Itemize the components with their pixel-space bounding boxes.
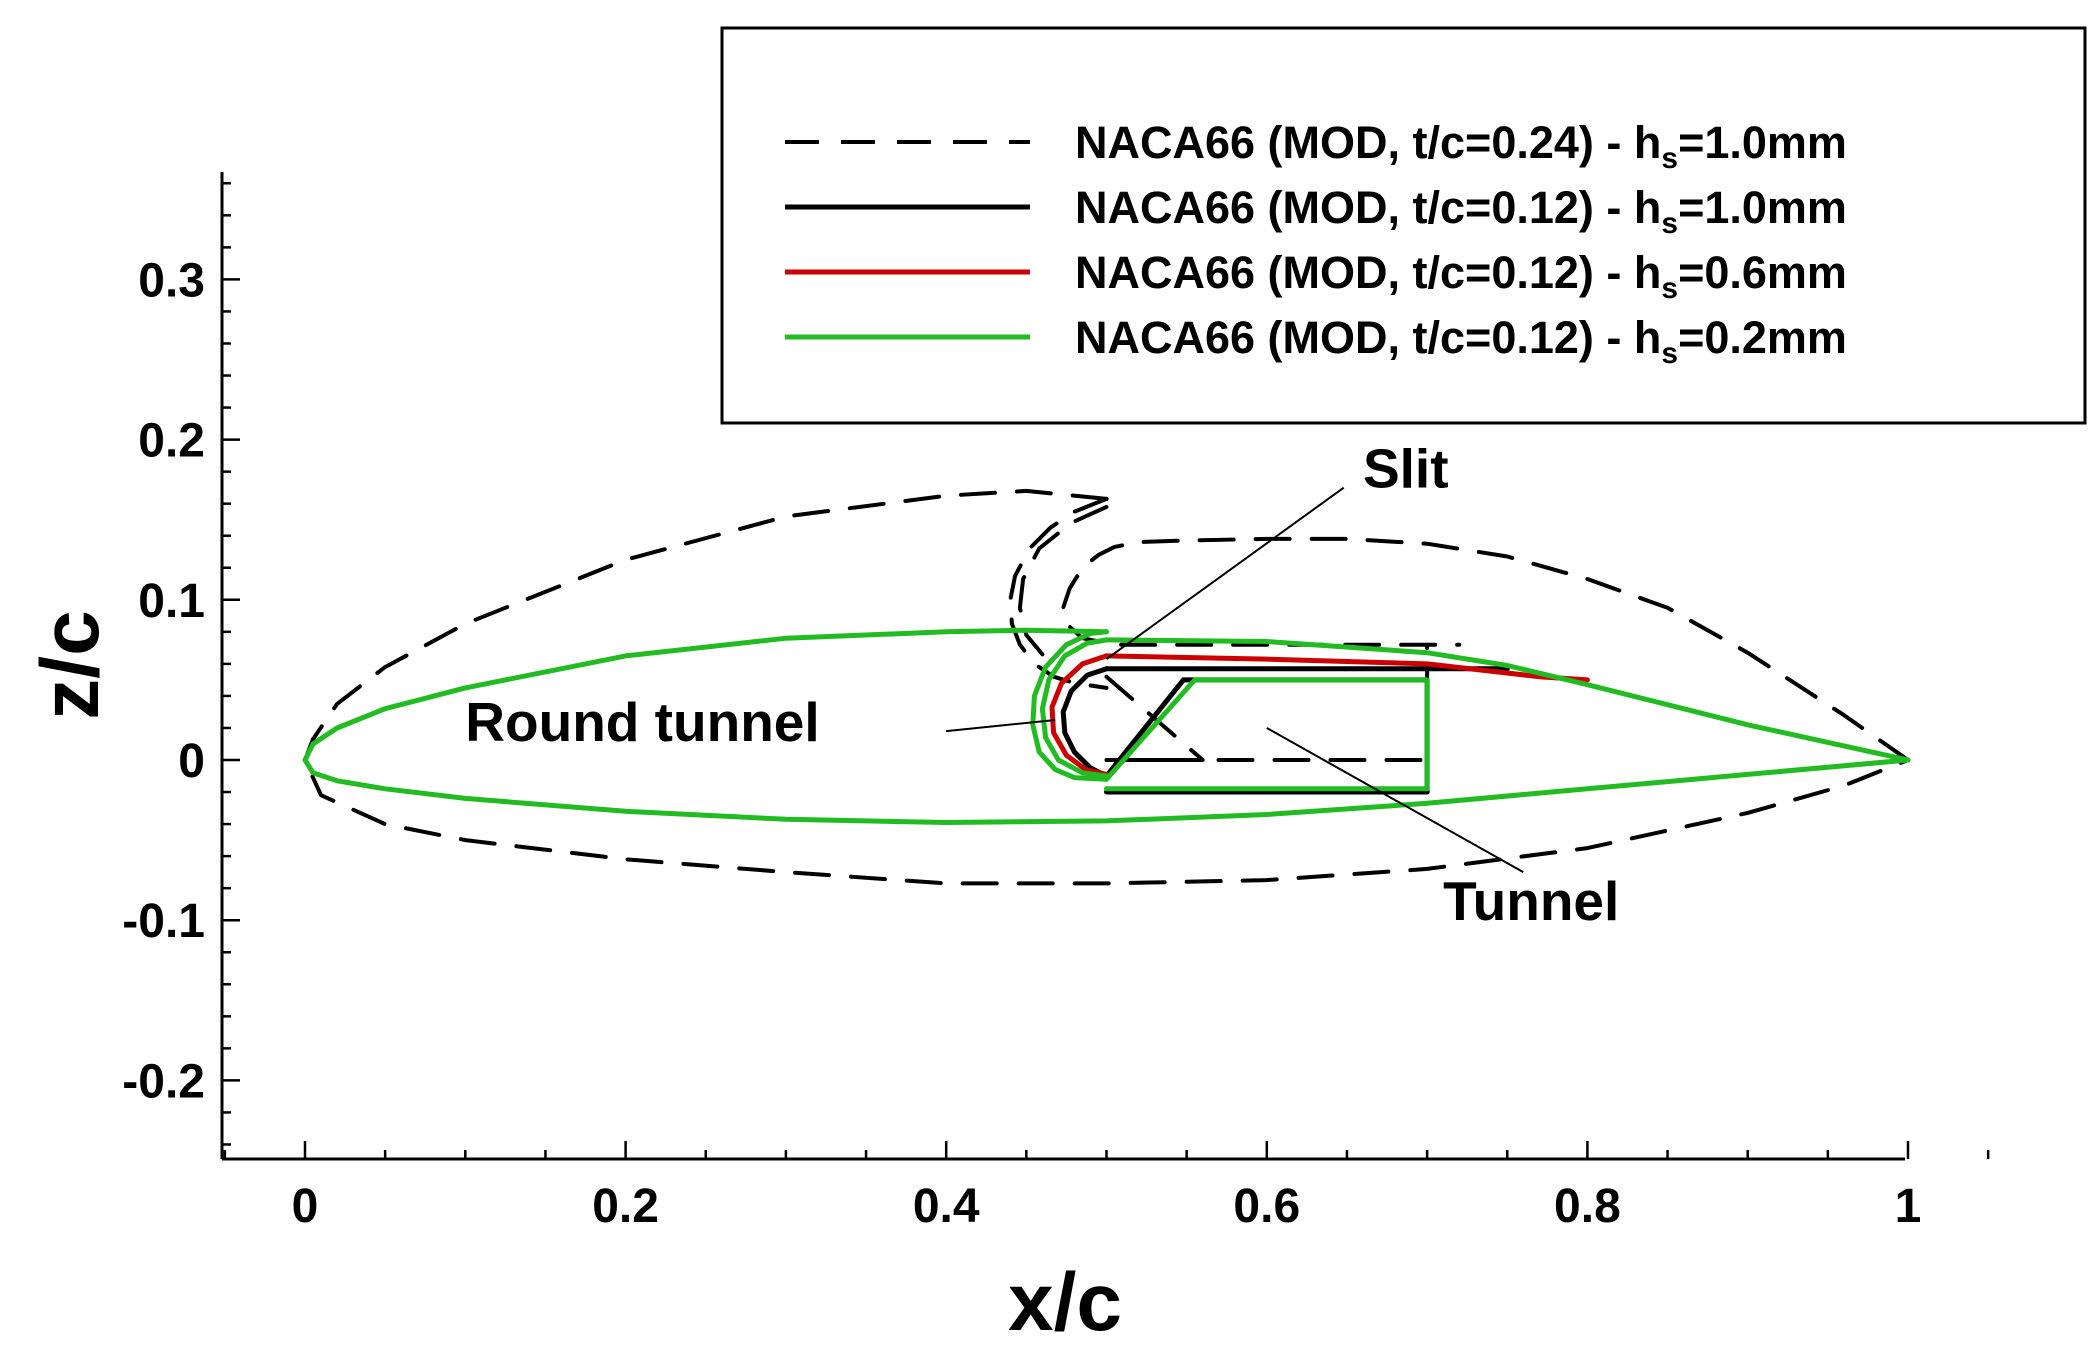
x-tick-label: 1: [1895, 1180, 1922, 1233]
annotation-label: Round tunnel: [465, 691, 819, 753]
x-tick-label: 0.4: [913, 1180, 980, 1233]
series-4-line: [1039, 637, 1109, 779]
y-tick-label: -0.1: [122, 895, 205, 948]
y-tick-label: 0.2: [138, 415, 205, 468]
axis-ticks: 0 0.2 0.4 0.6 0.8 1 -0.2 -0.1 0 0.1 0.2 0.3: [122, 182, 1990, 1233]
series-2-line: [1180, 677, 1430, 795]
series-2-line: [1060, 666, 1109, 779]
y-tick-label: 0.3: [138, 254, 205, 307]
legend-box: [720, 26, 2087, 425]
series-4-line: [1030, 629, 1109, 782]
x-tick-label: 0.8: [1554, 1180, 1621, 1233]
annotation-leader-line: [1266, 727, 1524, 874]
x-axis-title: x/c: [1008, 1257, 1122, 1348]
series-1-line: [1017, 504, 1109, 657]
y-tick-label: -0.2: [122, 1055, 205, 1108]
annotation-leader-line: [946, 718, 1056, 733]
plot-area: [302, 488, 1911, 886]
series-4-line: [1104, 677, 1430, 792]
x-tick-label: 0.2: [592, 1180, 659, 1233]
legend: NACA66 (MOD, t/c=0.24) - hs=1.0mmNACA66 …: [720, 26, 2087, 425]
series-4-line: [302, 627, 1911, 825]
series-1-line: [1061, 536, 1910, 762]
annotation-label: Slit: [1363, 438, 1449, 500]
series-4-line: [1104, 637, 1911, 763]
annotation-leader-line: [1105, 486, 1345, 660]
annotation-label: Tunnel: [1443, 870, 1619, 932]
series-1-line: [303, 488, 1910, 886]
legend-label: NACA66 (MOD, t/c=0.12) - hs=0.2mm: [1075, 312, 1847, 370]
legend-label: NACA66 (MOD, t/c=0.12) - hs=0.6mm: [1075, 247, 1847, 305]
y-tick-label: 0.1: [138, 575, 205, 628]
series-1-line: [1008, 496, 1109, 690]
legend-label: NACA66 (MOD, t/c=0.12) - hs=1.0mm: [1075, 182, 1847, 240]
x-tick-label: 0.6: [1233, 1180, 1300, 1233]
y-axis-title: z/c: [25, 610, 116, 719]
series-2-line: [1104, 677, 1186, 779]
legend-label: NACA66 (MOD, t/c=0.24) - hs=1.0mm: [1075, 117, 1847, 175]
y-tick-label: 0: [178, 735, 205, 788]
x-tick-label: 0: [292, 1180, 319, 1233]
